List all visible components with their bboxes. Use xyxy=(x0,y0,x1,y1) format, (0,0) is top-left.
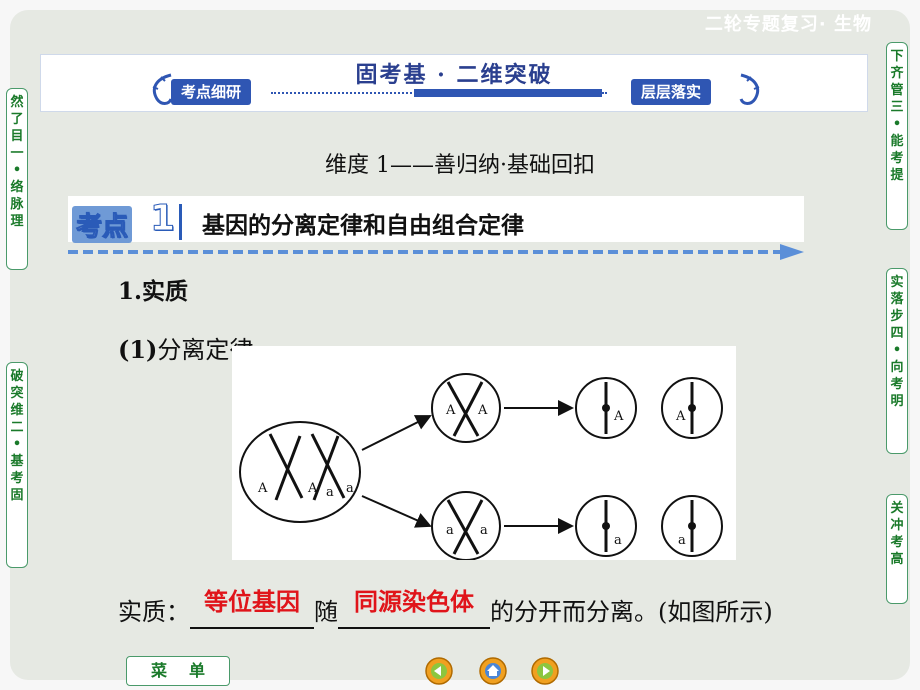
sidebar-tab-char: 落 xyxy=(890,292,904,307)
dashed-arrow-icon xyxy=(68,244,804,260)
sidebar-tab-char: 考 xyxy=(10,471,24,486)
allele-label: A xyxy=(613,409,624,424)
gamete-A-2 xyxy=(661,377,723,439)
daughter-cell-upper xyxy=(431,373,501,443)
sidebar-tab-exam-pass[interactable]: 关冲考高 xyxy=(886,494,908,604)
allele-label: A xyxy=(477,403,488,418)
sidebar-tab-char: 管 xyxy=(890,83,904,98)
allele-label: A xyxy=(675,409,686,424)
sidebar-tab-char: 维 xyxy=(10,403,24,418)
allele-label: a xyxy=(614,533,622,548)
answer-blank-2: 同源染色体 xyxy=(338,587,490,629)
menu-button[interactable]: 菜单 xyxy=(126,656,230,686)
gamete-a-1 xyxy=(575,495,637,557)
sidebar-tab-char: 考 xyxy=(890,151,904,166)
vine-right-decoration-icon xyxy=(739,73,760,105)
essence-suffix: 的分开而分离。(如图所示) xyxy=(490,598,773,626)
kaodian-badge-text: 考点 xyxy=(72,206,133,243)
daughter-cell-lower xyxy=(431,491,501,561)
prev-icon[interactable] xyxy=(424,656,454,686)
slide xyxy=(10,10,910,680)
sidebar-tab-char: 二 xyxy=(10,420,24,435)
allele-label: A xyxy=(307,481,318,496)
gamete-a-2 xyxy=(661,495,723,557)
banner-tag-left: 考点细研 xyxy=(171,79,252,105)
sidebar-tab-char: 络 xyxy=(10,180,24,195)
sidebar-tab-overview[interactable]: 然了目一 • 络脉理 xyxy=(6,88,28,270)
section-banner: 考点细研 层层落实 固考基 · 二维突破 xyxy=(40,54,868,112)
sidebar-tab-char: 向 xyxy=(890,360,904,375)
sidebar-tab-char: • xyxy=(12,437,22,452)
sidebar-tab-char: 基 xyxy=(10,454,24,469)
sidebar-tab-char: 下 xyxy=(890,49,904,64)
sidebar-tab-directions[interactable]: 实落步四 • 向考明 xyxy=(886,268,908,454)
essence-mid: 随 xyxy=(314,598,338,626)
sidebar-tab-char: 提 xyxy=(890,168,904,183)
essence-sentence: 实质： 等位基因随同源染色体的分开而分离。(如图所示) xyxy=(118,587,773,629)
sidebar-tab-abilities[interactable]: 下齐管三 • 能考提 xyxy=(886,42,908,230)
sidebar-tab-char: 四 xyxy=(890,326,904,341)
sidebar-tab-char: • xyxy=(892,343,902,358)
answer-2: 同源染色体 xyxy=(354,587,474,616)
kaodian-badge-number: 1 xyxy=(149,198,176,240)
sidebar-tab-char: • xyxy=(12,163,22,178)
sidebar-tab-char: 了 xyxy=(10,112,24,127)
heading-essence: 1.实质 xyxy=(118,278,189,305)
allele-label: a xyxy=(678,533,686,548)
allele-label: a xyxy=(480,523,488,538)
banner-center-bar xyxy=(414,89,602,97)
sidebar-tab-char: 固 xyxy=(10,488,24,503)
sidebar-tab-char: 齐 xyxy=(890,66,904,81)
sidebar-tab-basics[interactable]: 破突维二 • 基考固 xyxy=(6,362,28,568)
section-title: 基因的分离定律和自由组合定律 xyxy=(202,213,524,239)
parent-cell xyxy=(239,421,361,523)
home-icon[interactable] xyxy=(478,656,508,686)
course-title: 二轮专题复习· 生物 xyxy=(704,14,872,35)
answer-blank-1: 等位基因 xyxy=(190,587,314,629)
allele-label: a xyxy=(446,523,454,538)
allele-label: a xyxy=(346,481,354,496)
sidebar-tab-char: 明 xyxy=(890,394,904,409)
sidebar-tab-char: 破 xyxy=(10,369,24,384)
sidebar-tab-char: 实 xyxy=(890,275,904,290)
vine-left-decoration-icon xyxy=(152,73,173,105)
allele-label: a xyxy=(326,485,334,500)
banner-title: 固考基 · 二维突破 xyxy=(355,62,553,88)
sidebar-tab-char: 然 xyxy=(10,95,24,110)
sidebar-tab-char: 目 xyxy=(10,129,24,144)
section-header: 考点 1 基因的分离定律和自由组合定律 xyxy=(68,196,806,262)
dimension-subtitle: 维度 1——善归纳·基础回扣 xyxy=(325,153,595,178)
banner-tag-right: 层层落实 xyxy=(631,79,712,105)
heading-number: (1) xyxy=(118,335,158,364)
allele-label: A xyxy=(257,481,268,496)
sidebar-tab-char: 考 xyxy=(890,377,904,392)
sidebar-tab-char: 三 xyxy=(890,100,904,115)
allele-label: A xyxy=(445,403,456,418)
sidebar-tab-char: • xyxy=(892,117,902,132)
sidebar-tab-char: 考 xyxy=(890,535,904,550)
sidebar-tab-char: 突 xyxy=(10,386,24,401)
segregation-diagram-svg: A A a a A A a a A A a a xyxy=(239,373,723,561)
next-icon[interactable] xyxy=(530,656,560,686)
answer-1: 等位基因 xyxy=(204,587,300,616)
segregation-diagram: A A a a A A a a A A a a xyxy=(232,346,736,561)
sidebar-tab-char: 高 xyxy=(890,552,904,567)
sidebar-tab-char: 一 xyxy=(10,146,24,161)
essence-prefix: 实质： xyxy=(118,598,190,626)
sidebar-tab-char: 冲 xyxy=(890,518,904,533)
gamete-A-1 xyxy=(575,377,637,439)
kaodian-badge: 考点 1 xyxy=(70,198,176,243)
section-header-bg xyxy=(68,196,804,242)
sidebar-tab-char: 步 xyxy=(890,309,904,324)
sidebar-tab-char: 能 xyxy=(890,134,904,149)
sidebar-tab-char: 理 xyxy=(10,214,24,229)
kaodian-divider xyxy=(179,204,182,240)
sidebar-tab-char: 关 xyxy=(890,501,904,516)
sidebar-tab-char: 脉 xyxy=(10,197,24,212)
